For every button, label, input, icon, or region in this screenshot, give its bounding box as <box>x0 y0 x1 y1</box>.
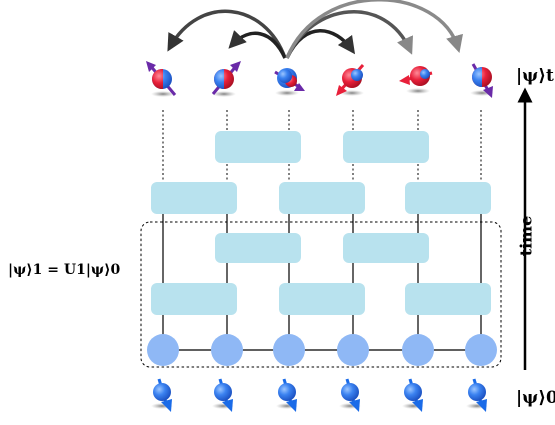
gate-block <box>151 182 237 214</box>
gate-block <box>215 131 301 163</box>
gate-layer-3 <box>151 182 491 214</box>
entangled-red-blue-spin-icon <box>399 66 433 94</box>
final-spins <box>146 61 494 98</box>
blue-spin-down-icon <box>151 378 173 412</box>
gate-block <box>279 283 365 315</box>
blue-spin-down-icon <box>402 378 424 412</box>
time-axis-label: time <box>516 215 536 257</box>
qubit-node <box>402 334 434 366</box>
gate-layer-1 <box>151 283 491 315</box>
dashed-wires <box>162 110 482 183</box>
gate-block <box>151 283 237 315</box>
gate-block <box>279 182 365 214</box>
gate-layer-4 <box>215 131 429 163</box>
gate-block <box>405 182 491 214</box>
correlation-arrows <box>167 0 463 59</box>
blue-spin-down-icon <box>466 378 488 412</box>
gate-block <box>343 233 429 263</box>
qubit-node <box>147 334 179 366</box>
blue-spin-down-icon <box>276 378 298 412</box>
qubit-node <box>337 334 369 366</box>
correlation-arc <box>285 0 463 59</box>
psi-t-label: |ψ⟩t <box>516 66 554 86</box>
qubit-node <box>211 334 243 366</box>
qubit-nodes <box>147 334 497 366</box>
entangled-red-blue-spin-icon <box>211 61 241 97</box>
correlation-arc <box>285 29 356 59</box>
qubit-node <box>273 334 305 366</box>
correlation-arc <box>167 9 287 59</box>
gate-layer-2 <box>215 233 429 263</box>
gate-block <box>343 131 429 163</box>
blue-spin-down-icon <box>339 378 361 412</box>
entangled-red-blue-spin-icon <box>146 61 177 97</box>
u1-dashed-frame <box>140 221 502 368</box>
entangled-red-blue-spin-icon <box>274 68 305 96</box>
qubit-node <box>465 334 497 366</box>
psi-0-label: |ψ⟩0 <box>516 388 555 408</box>
correlation-arc <box>228 30 287 59</box>
entangled-red-blue-spin-icon <box>336 64 365 96</box>
gate-block <box>405 283 491 315</box>
entangled-red-blue-spin-icon <box>470 63 494 98</box>
psi-1-equation-label: |ψ⟩1 = U1|ψ⟩0 <box>8 262 121 278</box>
blue-spin-down-icon <box>212 378 234 412</box>
gate-block <box>215 233 301 263</box>
initial-spins <box>151 378 488 412</box>
